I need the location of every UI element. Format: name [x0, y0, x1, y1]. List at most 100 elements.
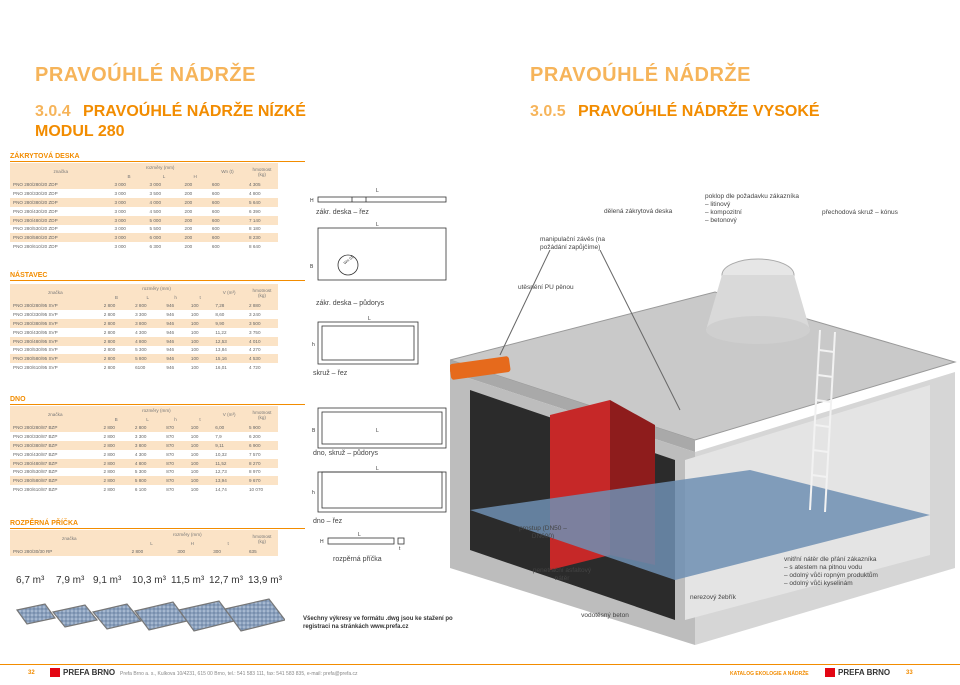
- table-cell: 200: [184, 226, 193, 232]
- dim-b: B: [310, 264, 314, 270]
- table-cell: 13,94: [215, 478, 227, 484]
- rozperna-label: ROZPĚRNÁ PŘÍČKA: [10, 520, 79, 527]
- table-cell: 946: [166, 312, 175, 318]
- th-hmotnost: hmotnost (kg): [252, 166, 272, 177]
- skruz-rez-outline: [317, 321, 419, 365]
- table-cell: 100: [190, 312, 199, 318]
- table-cell: 100: [190, 451, 199, 457]
- table-cell: 3 240: [249, 312, 261, 318]
- table-cell: 2 800: [103, 329, 116, 335]
- callout-manipulacni: manipulační závěs (na požádání zapůjčíme…: [540, 236, 606, 251]
- table-cell: 870: [166, 478, 174, 484]
- footer: 32 PREFA BRNO Prefa Brno a. s., Kulkova …: [0, 664, 960, 685]
- catalog-name: KATALOG EKOLOGIE A NÁDRŽE: [730, 671, 809, 677]
- brand-logo-icon: [825, 668, 835, 677]
- table-cell: 7 570: [249, 451, 261, 457]
- download-note: Všechny výkresy ve formátu .dwg jsou ke …: [303, 616, 453, 630]
- table-cell: 8 230: [249, 235, 261, 241]
- table-cell: 4 500: [149, 208, 162, 214]
- dim-h: h: [312, 342, 315, 348]
- table-cell: 12,73: [215, 469, 227, 475]
- table-cell: 14,74: [215, 487, 227, 493]
- table-cell: 4 010: [249, 338, 261, 344]
- skruz-rez-label: skruž – řez: [313, 370, 348, 377]
- table-cell: 2 800: [103, 434, 115, 440]
- table-cell: 2 800: [103, 321, 116, 327]
- tank-icon: [51, 604, 99, 628]
- rozperna-pricka-label: rozpěrná příčka: [333, 556, 382, 563]
- cell-znacka: PNO 280/610/20 ZDP: [13, 244, 58, 250]
- table-cell: 10,32: [215, 451, 227, 457]
- tank-icon: [177, 600, 236, 632]
- table-cell: 2 800: [131, 549, 144, 555]
- table-cell: 100: [190, 443, 199, 449]
- zakr-pudorys-outline: [317, 227, 447, 281]
- cell-znacka: PNO 280/430/95 SVP: [13, 329, 58, 335]
- table-cell: 635: [249, 549, 257, 555]
- table-cell: 200: [184, 244, 193, 250]
- table-cell: 200: [184, 200, 193, 206]
- cell-znacka: PNO 280/30/30 RP: [13, 549, 53, 555]
- cell-znacka: PNO 280/280/95 SVP: [13, 303, 58, 309]
- volume-labels: 6,7 m³ 7,9 m³ 9,1 m³ 10,3 m³ 11,5 m³ 12,…: [16, 575, 286, 591]
- nastavec-table: značka rozměry (mm) V (m³) hmotnost (kg)…: [10, 284, 278, 372]
- callout-vodotesny: vodotěsný beton: [581, 612, 629, 619]
- cell-znacka: PNO 280/480/20 ZDP: [13, 217, 58, 223]
- tank-icon: [91, 603, 143, 630]
- nastavec-label: NÁSTAVEC: [10, 272, 48, 279]
- table-cell: 6100: [135, 365, 146, 371]
- table-cell: 100: [190, 478, 199, 484]
- dim-l: L: [376, 466, 379, 472]
- callout-utesneni: utěsnění PU pěnou: [518, 284, 574, 291]
- brand-logo-icon: [50, 668, 60, 677]
- water: [470, 470, 930, 580]
- table-cell: 5 800: [135, 356, 147, 362]
- table-cell: 870: [166, 425, 174, 431]
- table-cell: 100: [190, 425, 199, 431]
- th-rozmery: rozměry (mm): [142, 285, 171, 291]
- table-cell: 870: [166, 487, 174, 493]
- dno-label: DNO: [10, 396, 26, 403]
- callout-poklop: poklop dle požadavku zákazníka – litinov…: [705, 193, 815, 225]
- th-t: t: [227, 540, 229, 546]
- table-cell: 4 000: [149, 200, 162, 206]
- callout-poklop-3: – betonový: [705, 217, 737, 224]
- cell-znacka: PNO 280/530/95 SVP: [13, 347, 58, 353]
- cell-znacka: PNO 280/430/87 BZP: [13, 451, 58, 457]
- cell-znacka: PNO 280/610/87 BZP: [13, 487, 58, 493]
- cell-znacka: PNO 280/330/87 BZP: [13, 434, 58, 440]
- table-cell: 4 800: [135, 338, 147, 344]
- cell-znacka: PNO 280/580/95 SVP: [13, 356, 58, 362]
- table-cell: 8 270: [249, 460, 261, 466]
- cell-znacka: PNO 280/330/95 SVP: [13, 312, 58, 318]
- cell-znacka: PNO 280/280/20 ZDP: [13, 182, 58, 188]
- dim-t: t: [399, 546, 401, 552]
- th-znacka: značka: [62, 536, 77, 542]
- th-b: B: [114, 294, 118, 300]
- rozperna-rule: [10, 528, 305, 529]
- tank-icon: [133, 601, 189, 631]
- table-cell: 8 970: [249, 469, 261, 475]
- table-cell: 2 880: [249, 303, 261, 309]
- dno-table: značka rozměry (mm) V (m³) hmotnost (kg)…: [10, 406, 278, 494]
- callout-poklop-title: poklop dle požadavku zákazníka: [705, 193, 799, 200]
- th-v: V (m³): [222, 290, 236, 296]
- pipe-inlet: [450, 356, 511, 380]
- table-cell: 7,28: [215, 303, 225, 309]
- table-cell: 2 800: [103, 356, 116, 362]
- dim-h: h: [312, 490, 315, 496]
- table-cell: 600: [211, 235, 220, 241]
- table-cell: 200: [184, 191, 193, 197]
- table-cell: 3 000: [114, 235, 126, 241]
- th-znacka: značka: [47, 412, 63, 418]
- dim-l: L: [358, 532, 361, 538]
- footer-rule: [0, 664, 960, 665]
- volume-label: 9,1 m³: [93, 575, 122, 586]
